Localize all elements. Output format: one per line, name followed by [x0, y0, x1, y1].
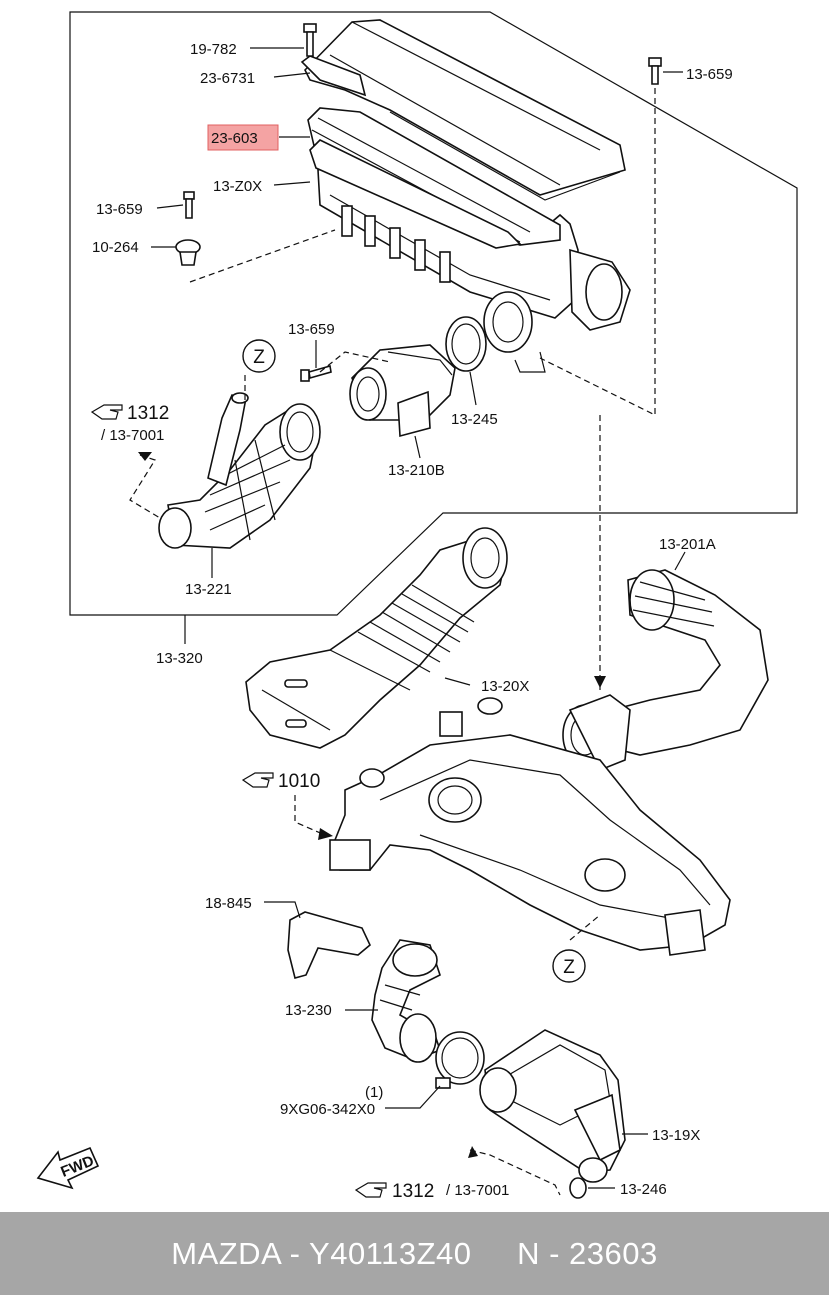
label-13-246: 13-246: [620, 1181, 667, 1198]
fwd-arrow-icon: FWD: [36, 1146, 100, 1190]
leader-13-201A: [674, 551, 686, 571]
arrow-1312-bottom: [468, 1146, 478, 1158]
dashed-line-bolt-top: [539, 88, 656, 416]
arrow-1312-top: [138, 452, 152, 461]
air-cleaner-cover: [300, 19, 626, 201]
air-cleaner-housing: [317, 164, 631, 373]
clip-13-246: [569, 1177, 587, 1199]
label-9XG06-342X0: 9XG06-342X0: [280, 1101, 375, 1118]
label-13-245: 13-245: [451, 411, 498, 428]
dashed-line-z-bottom: [569, 914, 601, 941]
label-1010: 1010: [278, 771, 320, 792]
label-13-659-mid: 13-659: [288, 321, 335, 338]
airflow-sensor-13-210B: [349, 344, 456, 438]
svg-text:FWD: FWD: [58, 1152, 96, 1181]
bolt-13-659-mid: [300, 364, 332, 382]
leader-13-659-left: [156, 204, 184, 209]
dashed-line-1312-top: [129, 454, 161, 519]
dashed-line-1312-bottom: [469, 1149, 561, 1196]
highlight-23-603: [207, 124, 279, 151]
z-marker-bottom: Z: [563, 957, 575, 978]
leader-18-845: [264, 901, 301, 919]
label-19-782: 19-782: [190, 41, 237, 58]
label-13-230: 13-230: [285, 1002, 332, 1019]
leader-23-6731: [273, 72, 311, 78]
label-13-659-left: 13-659: [96, 201, 143, 218]
hose-clamp-9XG06-342X0: [435, 1031, 485, 1089]
leader-13-210B: [414, 435, 421, 459]
z-marker-top: Z: [253, 347, 265, 368]
label-23-6731: 23-6731: [200, 70, 255, 87]
label-23-603: 23-603: [211, 130, 258, 147]
dashed-line-bolt-housing: [189, 229, 336, 283]
label-13-210B: 13-210B: [388, 462, 445, 479]
air-hose-13-20X: [245, 527, 508, 749]
label-one: (1): [365, 1084, 383, 1101]
arrow-201A: [594, 676, 606, 688]
bolt-13-659-left: [183, 191, 195, 219]
grommet-10-264: [175, 239, 201, 266]
caption-bar: MAZDA - Y40113Z40 N - 23603: [0, 1212, 829, 1295]
air-hose-13-201A: [562, 569, 769, 772]
z-marker-top-circle: [242, 339, 276, 373]
label-13-20X: 13-20X: [481, 678, 529, 695]
intake-hose-13-221: [158, 392, 321, 549]
leader-9XG06: [385, 1085, 441, 1109]
air-filter-element: [307, 107, 561, 249]
dashed-line-sensor-housing: [319, 351, 391, 373]
label-13-320: 13-320: [156, 650, 203, 667]
label-13-659-top: 13-659: [686, 66, 733, 83]
label-1312-bottom: 1312: [392, 1181, 434, 1202]
pointing-hand-icon-1312-bottom: [354, 1182, 387, 1198]
pointing-hand-icon-1010: [241, 772, 274, 788]
label-13-201A: 13-201A: [659, 536, 716, 553]
arrow-1010: [318, 828, 333, 840]
assembly-frame: [69, 11, 798, 616]
o-ring-13-245: [445, 316, 487, 372]
leader-13-245: [469, 371, 477, 406]
label-13-221: 13-221: [185, 581, 232, 598]
air-hose-13-230: [371, 939, 441, 1063]
label-18-845: 18-845: [205, 895, 252, 912]
bolt-19-782: [303, 23, 317, 57]
label-13-19X: 13-19X: [652, 1127, 700, 1144]
z-marker-bottom-circle: [552, 949, 586, 983]
bolt-13-659-top: [648, 57, 662, 85]
resonator-13-19X: [479, 1029, 626, 1183]
bracket-18-845: [287, 911, 371, 979]
label-13-7001-bottom: / 13-7001: [446, 1182, 509, 1199]
label-13-7001-top: / 13-7001: [101, 427, 164, 444]
part-number-caption: MAZDA - Y40113Z40 N - 23603: [171, 1236, 658, 1271]
label-10-264: 10-264: [92, 239, 139, 256]
pointing-hand-icon-1312-top: [90, 404, 123, 420]
label-13-Z0X: 13-Z0X: [213, 178, 262, 195]
leader-13-20X: [444, 677, 471, 686]
engine-cover-assembly: [329, 697, 731, 956]
label-1312-top: 1312: [127, 403, 169, 424]
leader-13-Z0X: [273, 181, 311, 186]
parts-diagram: Z Z FWD 19-782 23-6731 23-603 13-Z0X 13-…: [36, 11, 798, 1202]
